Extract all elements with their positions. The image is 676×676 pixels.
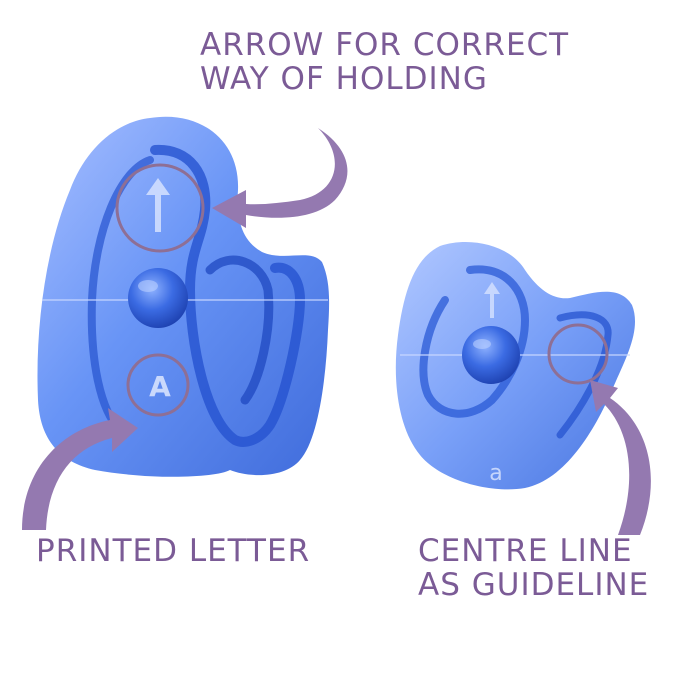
large-cutter-knob <box>128 268 188 328</box>
centre-line-guideline-label: CENTRE LINE AS GUIDELINE <box>418 533 650 604</box>
small-embossed-arrow-icon <box>484 282 500 318</box>
centre-line-highlight-circle <box>547 323 609 385</box>
large-cutter-embossed-letter: A <box>149 370 171 403</box>
embossed-arrow-icon <box>146 178 170 232</box>
printed-letter-label: PRINTED LETTER <box>36 534 310 568</box>
arrow-label-line-1: ARROW FOR CORRECT <box>200 27 570 63</box>
pointer-arrow-right <box>590 380 651 535</box>
arrow-highlight-circle <box>115 163 205 253</box>
large-cutter-inner-outline <box>150 144 306 447</box>
arrow-for-correct-way-label: ARROW FOR CORRECT WAY OF HOLDING <box>200 27 570 98</box>
small-cutter-inner-outline <box>419 265 530 418</box>
small-cutter-knob <box>462 326 520 384</box>
arrow-label-line-2: WAY OF HOLDING <box>200 61 488 98</box>
centre-line-label-line-2: AS GUIDELINE <box>418 567 650 604</box>
small-letter-cutter: a <box>395 241 636 490</box>
letter-highlight-circle <box>126 353 190 417</box>
pointer-arrow-top <box>212 128 348 228</box>
large-letter-cutter: A <box>37 116 330 477</box>
pointer-arrow-left <box>22 408 138 530</box>
small-cutter-embossed-letter: a <box>489 461 502 486</box>
centre-line-label-line-1: CENTRE LINE <box>418 533 633 569</box>
printed-letter-line-1: PRINTED LETTER <box>36 533 311 569</box>
